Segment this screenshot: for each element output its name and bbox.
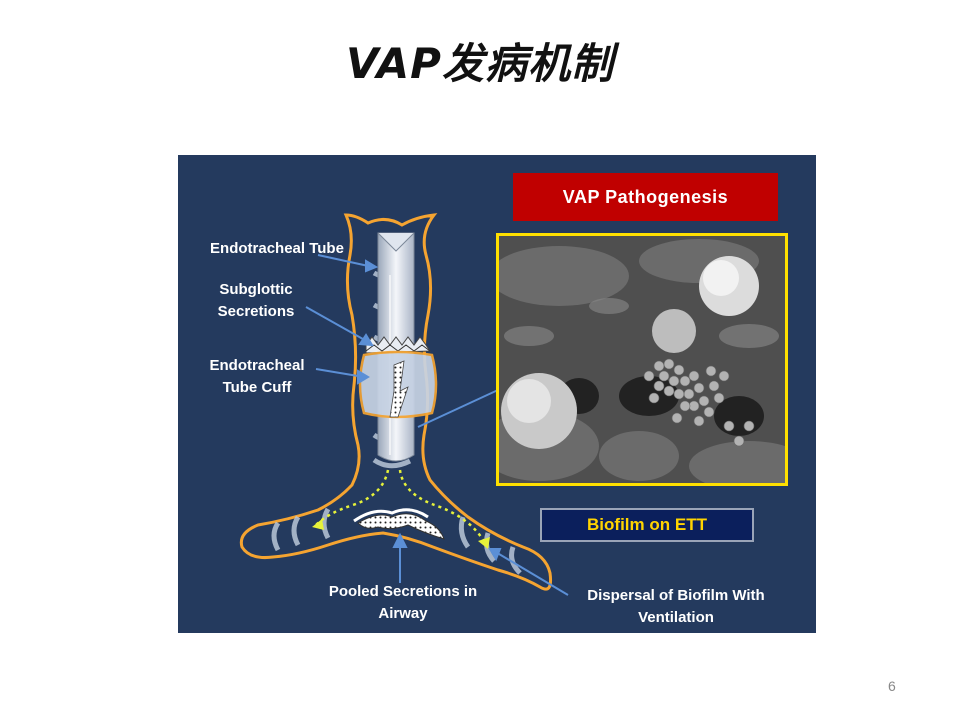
- biofilm-label: Biofilm on ETT: [540, 508, 754, 542]
- airway-illustration: [239, 213, 569, 596]
- label-biofilm-dispersal: Dispersal of Biofilm With Ventilation: [587, 587, 765, 626]
- slide-title: VAP发病机制: [346, 39, 614, 88]
- page-number: 6: [888, 678, 896, 694]
- label-endotracheal-tube: Endotracheal Tube: [210, 240, 344, 257]
- label-tube-cuff: Endotracheal Tube Cuff: [209, 357, 305, 396]
- leader-arrows: [305, 254, 569, 596]
- airway-outline: [239, 213, 552, 591]
- label-pooled-secretions: Pooled Secretions in Airway: [328, 583, 478, 622]
- label-subglottic-secretions: Subglottic Secretions: [217, 281, 295, 320]
- vap-pathogenesis-header: VAP Pathogenesis: [513, 173, 778, 221]
- pathogenesis-diagram: VAP Pathogenesis Biofilm on ETT Endotrac…: [178, 155, 816, 633]
- dispersal-paths: [315, 469, 488, 546]
- pooled-secretions: [357, 513, 445, 540]
- biofilm-micrograph: [496, 233, 788, 486]
